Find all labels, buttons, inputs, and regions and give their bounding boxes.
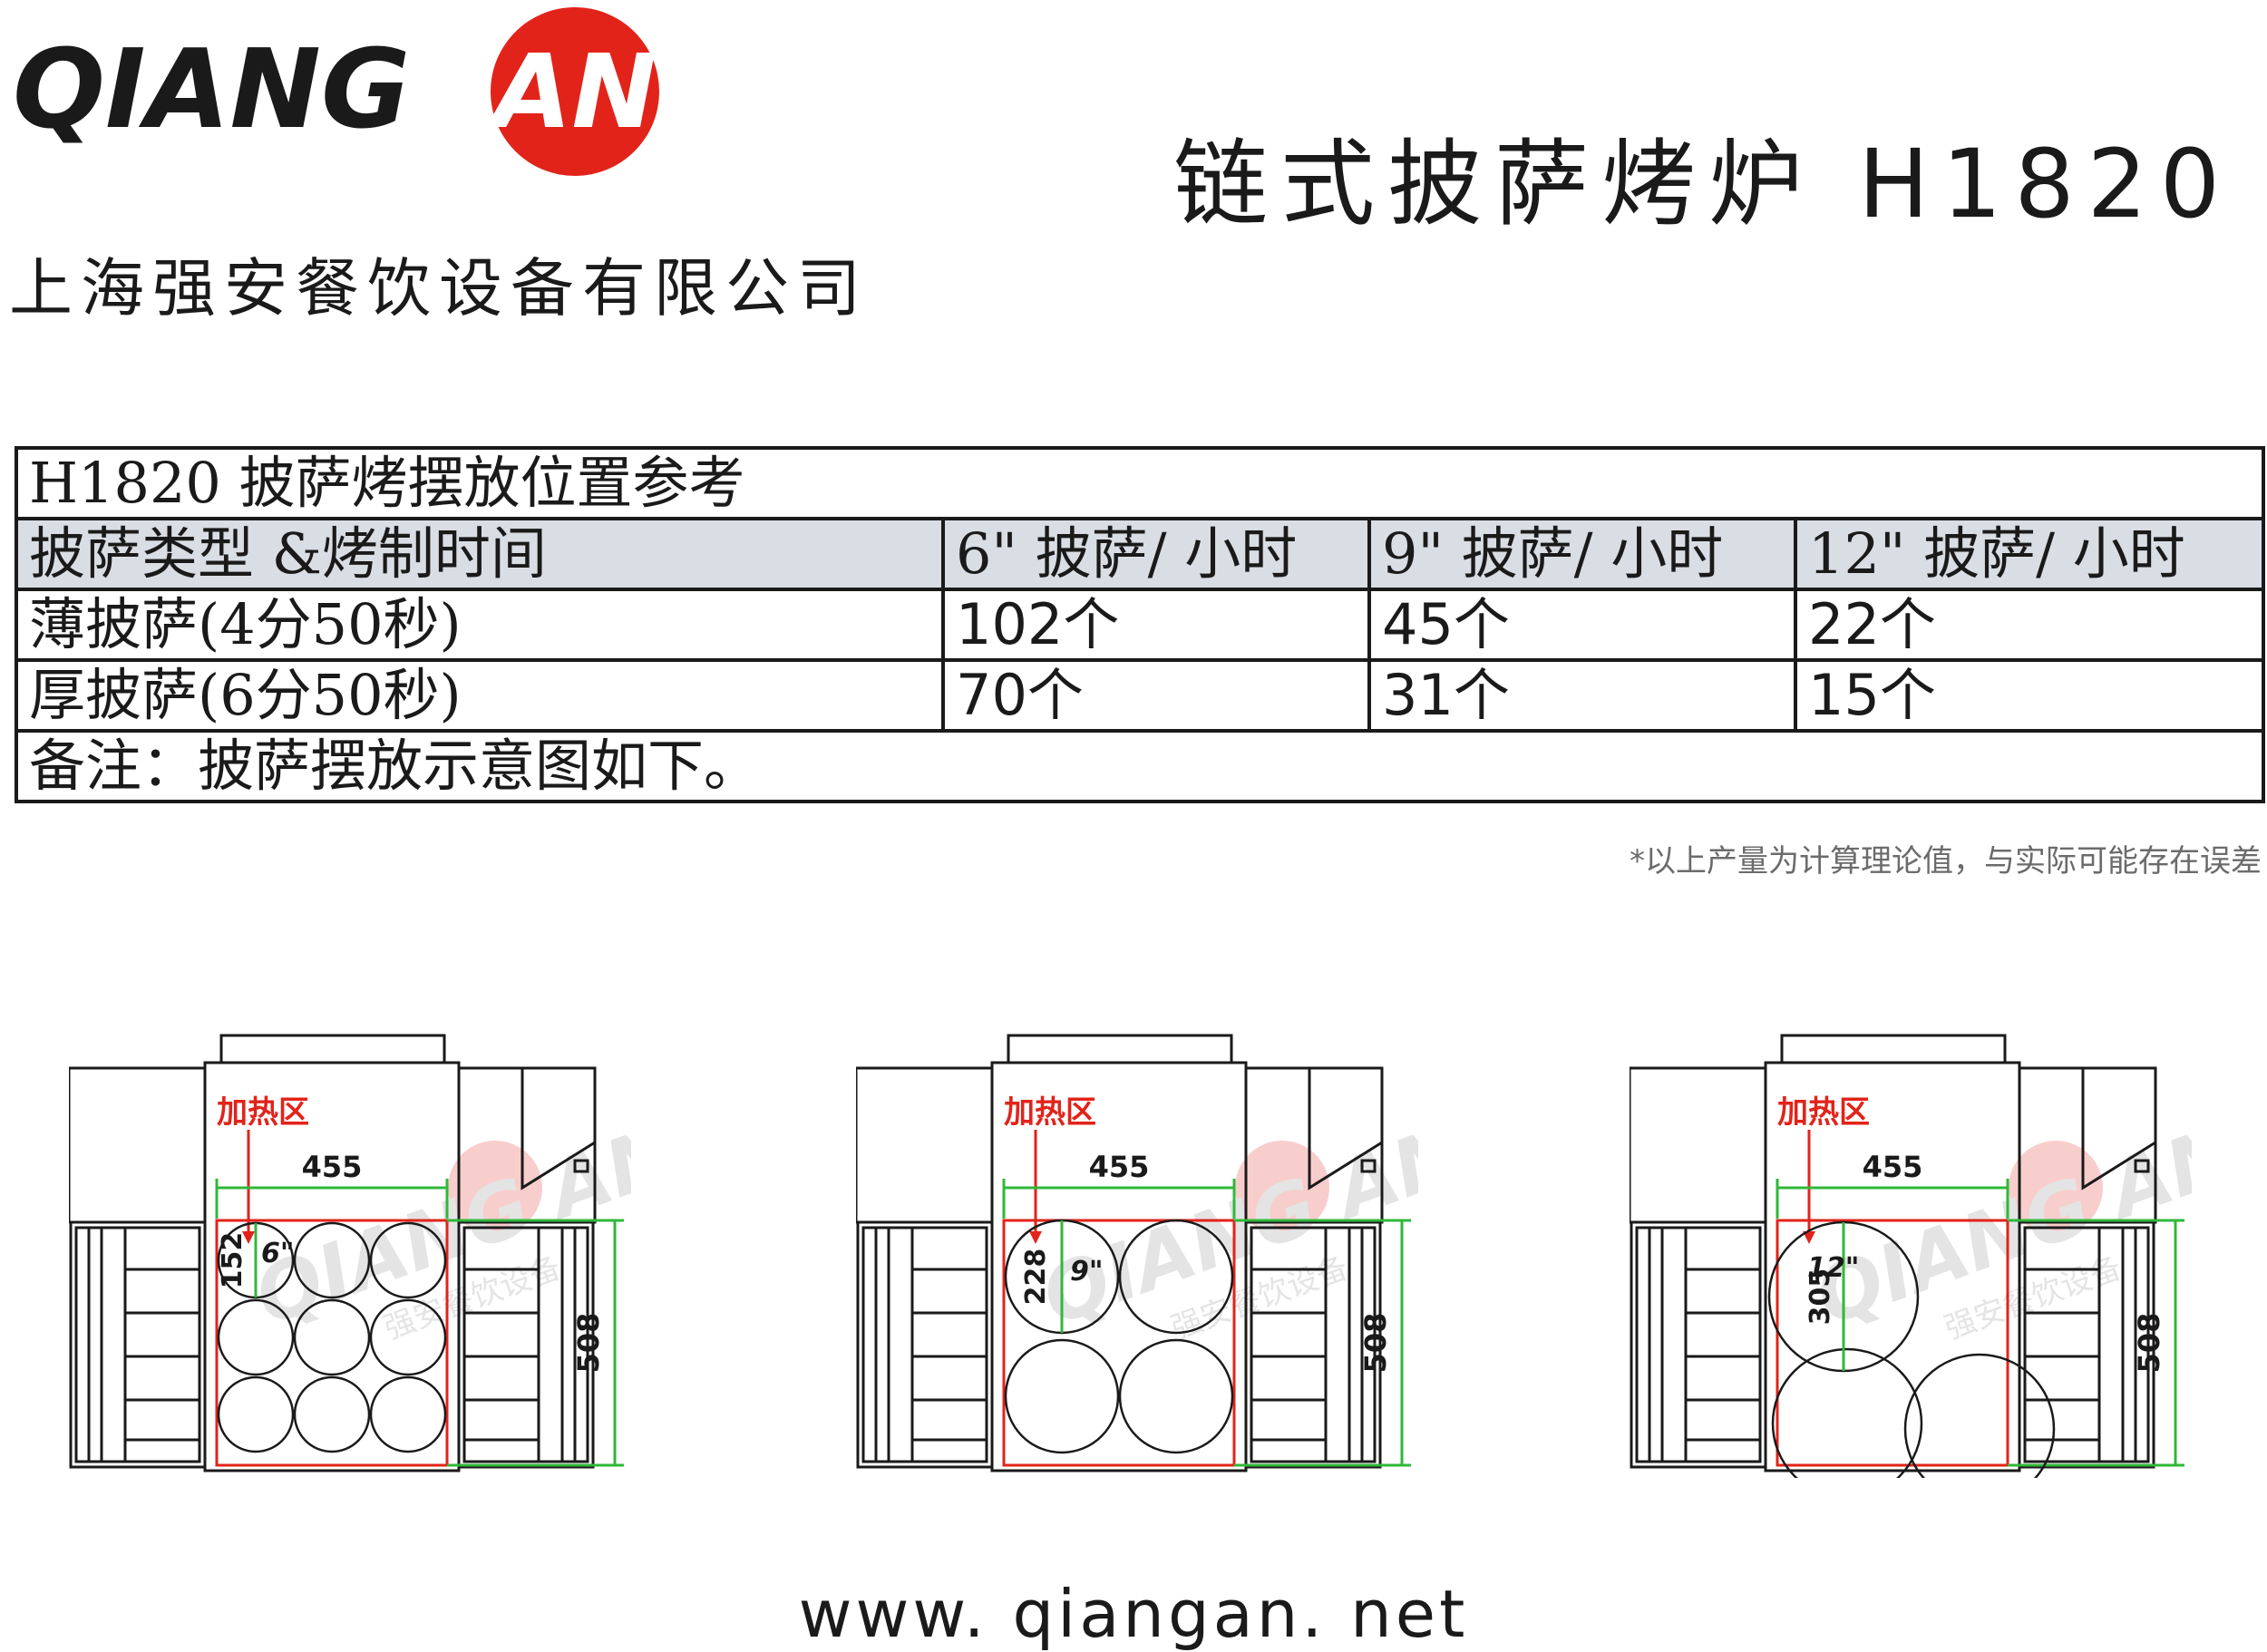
pizza-diameter-label: 152: [217, 1232, 248, 1289]
heating-zone-arrowhead: [1029, 1231, 1042, 1244]
heating-zone-box: [1776, 1219, 2009, 1467]
depth-dimension-label: 508: [1358, 1313, 1393, 1374]
company-name: 上海强安餐饮设备有限公司: [9, 251, 869, 326]
logo-red-circle: [491, 7, 659, 176]
pizza-circle: [1004, 1338, 1120, 1454]
cell-thick-9: 31个: [1367, 658, 1797, 733]
pizza-circle: [293, 1298, 371, 1376]
width-dimension-line: [1002, 1179, 1236, 1219]
heating-zone-box: [1002, 1219, 1236, 1467]
right-conveyor: [2018, 1220, 2155, 1469]
diagram-9-inch: QIANG AN 强安餐饮设备: [856, 1034, 1418, 1472]
heating-zone-box: [215, 1219, 449, 1467]
table-row: 厚披萨(6分50秒) 70个 31个 15个: [15, 658, 2265, 733]
footnote: *以上产量为计算理论值，与实际可能存在误差: [1630, 843, 2262, 879]
cell-thin-9: 45个: [1367, 588, 1797, 662]
heating-zone-arrowhead: [1803, 1231, 1815, 1244]
pizza-diameter-label: 228: [1020, 1249, 1052, 1306]
pizza-diameter-label: 305: [1805, 1268, 1836, 1326]
pizza-layout: [1004, 1219, 1234, 1454]
logo-text-qiang: QIANG: [13, 27, 410, 153]
table-header-row: 披萨类型 &烤制时间 6" 披萨/ 小时 9" 披萨/ 小时 12" 披萨/ 小…: [15, 517, 2265, 591]
width-dimension-label: 455: [1863, 1150, 1923, 1184]
table-caption: H1820 披萨烤摆放位置参考: [15, 446, 2265, 520]
heating-zone-label: 加热区: [1004, 1094, 1096, 1131]
table-row: 薄披萨(4分50秒) 102个 45个 22个: [15, 588, 2265, 662]
heating-zone-label: 加热区: [217, 1094, 309, 1131]
pizza-circle: [369, 1221, 447, 1299]
depth-dimension-line: [447, 1219, 624, 1467]
header-9-inch: 9" 披萨/ 小时: [1367, 517, 1797, 591]
diagram-12-inch: QIANG AN 强安餐饮设备: [1630, 1034, 2192, 1478]
heating-zone-arrowhead: [242, 1231, 255, 1244]
pizza-circle: [293, 1221, 371, 1299]
company-logo: QIANG AN: [13, 7, 659, 176]
width-dimension-label: 455: [1089, 1150, 1150, 1184]
header-12-inch: 12" 披萨/ 小时: [1794, 517, 2265, 591]
left-conveyor: [69, 1220, 207, 1469]
header-pizza-type: 披萨类型 &烤制时间: [15, 517, 945, 591]
pizza-circle: [369, 1375, 447, 1453]
depth-dimension-label: 508: [2132, 1313, 2166, 1374]
pizza-circle: [369, 1298, 447, 1376]
left-conveyor: [1630, 1220, 1767, 1469]
table-note-row: 备注：披萨摆放示意图如下。: [15, 729, 2265, 803]
header-6-inch: 6" 披萨/ 小时: [941, 517, 1371, 591]
right-conveyor: [457, 1220, 595, 1469]
pizza-reference-table: H1820 披萨烤摆放位置参考 披萨类型 &烤制时间 6" 披萨/ 小时 9" …: [15, 446, 2265, 803]
table-caption-row: H1820 披萨烤摆放位置参考: [15, 446, 2265, 520]
pizza-layout: [217, 1221, 447, 1453]
left-conveyor: [856, 1220, 994, 1469]
pizza-circle: [217, 1375, 295, 1453]
pizza-circle: [1118, 1338, 1234, 1454]
table-note: 备注：披萨摆放示意图如下。: [15, 729, 2265, 803]
document-title: 链式披萨烤炉 H1820: [1173, 129, 2233, 239]
pizza-circle: [293, 1375, 371, 1453]
cell-thin-12: 22个: [1794, 588, 2265, 662]
pizza-circle: [217, 1298, 295, 1376]
pizza-circle: [1118, 1219, 1234, 1335]
width-dimension-line: [1776, 1179, 2009, 1219]
row-thin-pizza-label: 薄披萨(4分50秒): [15, 588, 945, 662]
pizza-size-label: 6": [261, 1238, 295, 1269]
width-dimension-label: 455: [302, 1150, 363, 1184]
cell-thick-12: 15个: [1794, 658, 2265, 733]
pizza-size-label: 9": [1070, 1256, 1104, 1288]
heating-zone-label: 加热区: [1777, 1094, 1870, 1131]
diagram-6-inch: QIANG AN 强安餐饮设备: [69, 1034, 631, 1472]
pizza-size-label: 12": [1807, 1252, 1859, 1284]
logo-text-an: AN: [486, 34, 657, 151]
cell-thin-6: 102个: [941, 588, 1371, 662]
depth-dimension-line: [2008, 1219, 2184, 1467]
right-conveyor: [1244, 1220, 1382, 1469]
website-url: www. qiangan. net: [798, 1576, 1469, 1652]
pizza-circle: [1771, 1347, 1923, 1478]
cell-thick-6: 70个: [941, 658, 1371, 733]
depth-dimension-label: 508: [571, 1313, 606, 1374]
pizza-circle: [1903, 1353, 2056, 1478]
row-thick-pizza-label: 厚披萨(6分50秒): [15, 658, 945, 733]
width-dimension-line: [215, 1179, 449, 1219]
depth-dimension-line: [1234, 1219, 1411, 1467]
